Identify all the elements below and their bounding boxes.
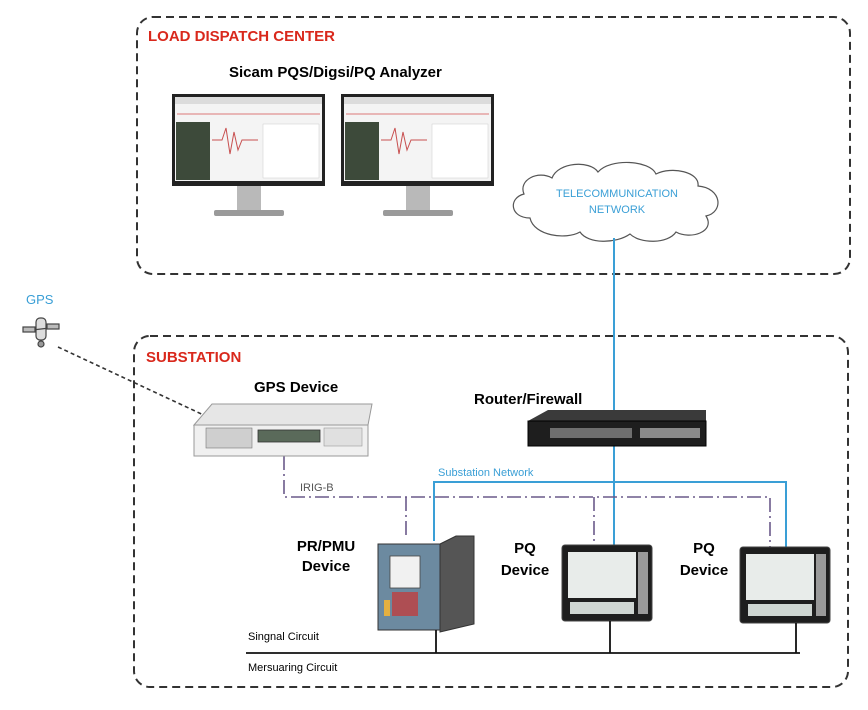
network-lines xyxy=(433,238,787,547)
irig-b-lines xyxy=(283,456,771,547)
pq1-label-line1: PQ xyxy=(514,540,536,557)
measuring-circuit-label: Mersuaring Circuit xyxy=(248,662,338,674)
substation-title: SUBSTATION xyxy=(146,349,242,366)
pmu-device xyxy=(377,535,475,633)
telecom-cloud xyxy=(512,161,719,242)
gps-label: GPS xyxy=(26,292,54,307)
router xyxy=(527,410,707,447)
pq1-label-line2: Device xyxy=(500,562,550,579)
circuit-lines xyxy=(246,621,800,654)
pmu-label-line1: PR/PMU xyxy=(296,538,356,555)
substation-network-label: Substation Network xyxy=(438,467,534,479)
pq2-label-line1: PQ xyxy=(693,540,715,557)
pmu-label-line2: Device xyxy=(301,558,351,575)
irig-b-label: IRIG-B xyxy=(300,482,334,494)
gps-device-label: GPS Device xyxy=(254,379,339,396)
software-label: Sicam PQS/Digsi/PQ Analyzer xyxy=(229,64,442,81)
pq-device-1 xyxy=(561,544,653,622)
signal-circuit-label: Singnal Circuit xyxy=(248,631,319,643)
satellite-icon xyxy=(22,317,60,348)
substation-zone xyxy=(133,335,849,688)
monitor-right xyxy=(341,94,494,216)
telecom-label-line1: TELECOMMUNICATION xyxy=(555,188,679,200)
monitor-left xyxy=(172,94,325,216)
load-dispatch-title: LOAD DISPATCH CENTER xyxy=(148,28,335,45)
gps-device xyxy=(192,403,373,457)
telecom-label-line2: NETWORK xyxy=(588,204,646,216)
load-dispatch-zone xyxy=(136,16,851,275)
pq-device-2 xyxy=(739,546,831,624)
router-label: Router/Firewall xyxy=(474,391,583,408)
pq2-label-line2: Device xyxy=(679,562,729,579)
